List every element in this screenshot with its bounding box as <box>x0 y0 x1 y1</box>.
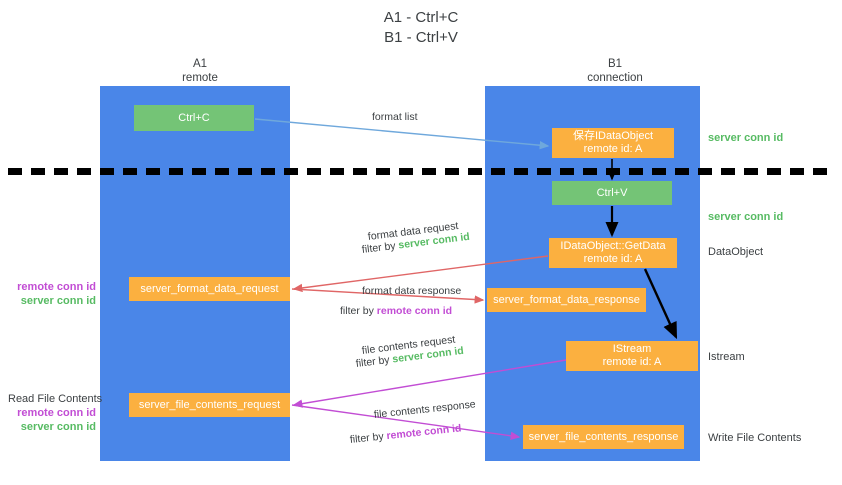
caption-format-list: format list <box>372 111 418 123</box>
page-title: A1 - Ctrl+C B1 - Ctrl+V <box>383 9 459 46</box>
label-remote-conn-id-lower: remote conn id <box>17 407 96 419</box>
label-write-file-contents: Write File Contents <box>708 432 802 444</box>
filter-by-text: filter by <box>361 239 400 256</box>
label-server-conn-id-top: server conn id <box>708 132 784 144</box>
column-header-b1: B1 connection <box>587 58 643 84</box>
remote-conn-id-text: remote conn id <box>376 305 453 317</box>
box-ctrl-c[interactable]: Ctrl+C <box>134 105 254 131</box>
column-header-a1: A1 remote <box>182 58 218 84</box>
label-server-conn-id-mid: server conn id <box>708 211 784 223</box>
label-read-file-contents: Read File Contents <box>8 393 103 405</box>
label-dataobject: DataObject <box>708 246 764 258</box>
caption-format-data-response-filter: filter by remote conn id <box>340 305 452 318</box>
filter-by-text: filter by <box>349 430 388 446</box>
caption-file-contents-response: file contents response <box>373 398 477 421</box>
remote-conn-id-text: remote conn id <box>385 422 462 443</box>
box-idataobject-getdata[interactable]: IDataObject::GetData remote id: A <box>549 238 677 268</box>
label-conn-ids-upper: remote conn id server conn id <box>8 280 96 308</box>
box-istream[interactable]: IStream remote id: A <box>566 341 698 371</box>
box-server-format-data-response[interactable]: server_format_data_response <box>487 288 646 312</box>
box-server-format-data-request[interactable]: server_format_data_request <box>129 277 290 301</box>
label-istream: Istream <box>708 351 745 363</box>
phase-divider <box>8 168 834 175</box>
filter-by-text: filter by <box>340 305 377 317</box>
label-remote-conn-id: remote conn id <box>17 281 96 293</box>
label-server-conn-id-lower: server conn id <box>20 421 96 433</box>
box-server-file-contents-response[interactable]: server_file_contents_response <box>523 425 684 449</box>
filter-by-text: filter by <box>355 353 394 370</box>
box-ctrl-v[interactable]: Ctrl+V <box>552 181 672 205</box>
caption-format-data-response: format data response <box>362 285 462 297</box>
box-server-file-contents-request[interactable]: server_file_contents_request <box>129 393 290 417</box>
box-idataobject[interactable]: 保存IDataObject remote id: A <box>552 128 674 158</box>
label-server-conn-id: server conn id <box>20 295 96 307</box>
label-conn-ids-lower: Read File Contents remote conn id server… <box>8 392 103 434</box>
caption-file-contents-response-filter: filter by remote conn id <box>349 422 462 447</box>
